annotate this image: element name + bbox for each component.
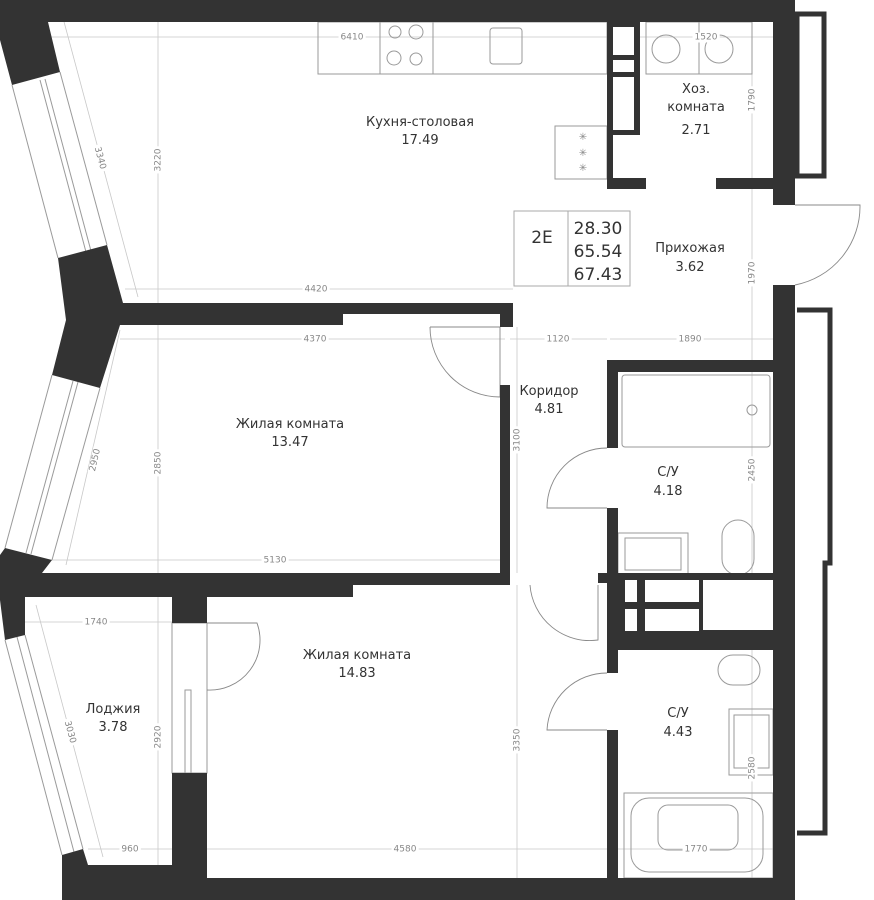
fixtures: ✳ ✳ ✳ bbox=[4, 21, 774, 879]
svg-text:✳: ✳ bbox=[579, 163, 587, 174]
room-area: 3.62 bbox=[676, 260, 705, 275]
svg-text:✳: ✳ bbox=[579, 132, 587, 143]
apartment-legend: 2E 28.30 65.54 67.43 bbox=[513, 210, 631, 287]
room-area: 4.18 bbox=[654, 484, 683, 499]
dim-label: 1970 bbox=[748, 261, 758, 284]
dim-label: 2920 bbox=[154, 725, 164, 748]
room-name: Лоджия bbox=[86, 702, 141, 717]
room-name: С/У bbox=[667, 706, 688, 721]
dim-label: 3340 bbox=[92, 146, 108, 171]
kitchen-counter bbox=[317, 21, 608, 75]
dim-label: 2450 bbox=[748, 458, 758, 481]
room-area: 17.49 bbox=[401, 133, 438, 148]
dim-label: 3220 bbox=[154, 148, 164, 171]
sink bbox=[617, 532, 689, 576]
dim-label: 2580 bbox=[748, 756, 758, 779]
cooktop bbox=[379, 21, 434, 75]
living-area: 28.30 bbox=[574, 219, 623, 239]
room-name: комната bbox=[667, 100, 725, 115]
dim-label: 1790 bbox=[748, 88, 758, 111]
washer bbox=[645, 21, 700, 75]
room-labels: Кухня-столовая 17.49 Хоз. комната 2.71 П… bbox=[86, 82, 725, 740]
room-name: С/У bbox=[657, 465, 678, 480]
dim-label: 1890 bbox=[679, 335, 702, 345]
dim-label: 5130 bbox=[264, 556, 287, 566]
kitchen-sink bbox=[489, 27, 523, 65]
room-area: 4.81 bbox=[535, 402, 564, 417]
dim-label: 2850 bbox=[154, 451, 164, 474]
dryer bbox=[698, 21, 753, 75]
room-name: Жилая комната bbox=[303, 648, 411, 663]
room-name: Коридор bbox=[519, 384, 578, 399]
dim-label: 1520 bbox=[695, 33, 718, 43]
dim-label: 1740 bbox=[85, 618, 108, 628]
room-name: Жилая комната bbox=[236, 417, 344, 432]
room-name: Прихожая bbox=[655, 241, 725, 256]
room-name: Кухня-столовая bbox=[366, 115, 474, 130]
room-area: 3.78 bbox=[99, 720, 128, 735]
dim-label: 4370 bbox=[304, 335, 327, 345]
room-area: 14.83 bbox=[338, 666, 375, 681]
doors bbox=[206, 204, 861, 731]
dim-label: 6410 bbox=[341, 33, 364, 43]
dim-label: 4580 bbox=[394, 845, 417, 855]
total-area-with-loggia: 67.43 bbox=[574, 265, 623, 285]
dim-label: 1770 bbox=[685, 845, 708, 855]
dim-label: 3030 bbox=[62, 720, 78, 745]
dim-label: 3100 bbox=[513, 428, 523, 451]
walls bbox=[0, 0, 833, 900]
svg-text:✳: ✳ bbox=[579, 148, 587, 159]
toilet-2 bbox=[717, 654, 761, 686]
room-area: 13.47 bbox=[271, 435, 308, 450]
bathtub bbox=[621, 374, 771, 448]
dim-label: 2950 bbox=[88, 448, 103, 473]
total-area: 65.54 bbox=[574, 242, 623, 262]
dim-label: 3350 bbox=[513, 728, 523, 751]
room-area: 2.71 bbox=[682, 123, 711, 138]
dimension-labels: 6410 1520 3340 3220 1790 4420 1970 4370 … bbox=[61, 32, 758, 855]
room-area: 4.43 bbox=[664, 725, 693, 740]
apartment-type: 2E bbox=[531, 228, 553, 248]
toilet bbox=[721, 519, 755, 576]
bathtub-2 bbox=[623, 792, 774, 879]
dim-label: 1120 bbox=[547, 335, 570, 345]
room-name: Хоз. bbox=[682, 82, 710, 97]
dim-label: 960 bbox=[121, 845, 138, 855]
dim-label: 4420 bbox=[305, 285, 328, 295]
dimension-lines bbox=[22, 17, 773, 878]
